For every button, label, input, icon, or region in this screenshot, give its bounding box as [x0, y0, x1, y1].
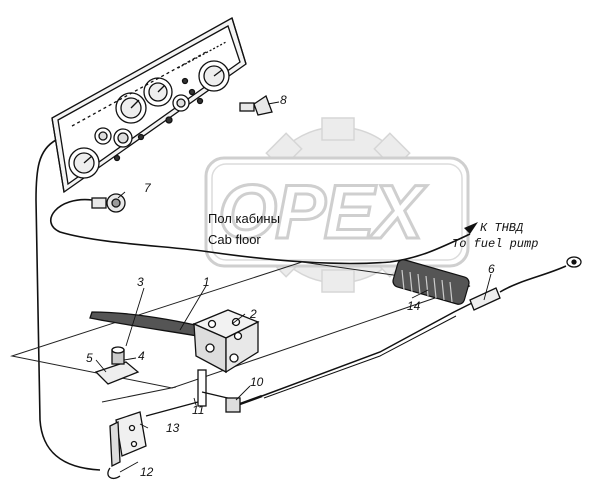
side-cable — [35, 139, 101, 471]
rod-and-joint — [225, 256, 582, 413]
handle-8 — [239, 95, 273, 116]
gauge-icon — [172, 94, 190, 112]
callout-6: 6 — [488, 262, 495, 276]
gauge-icon — [198, 60, 230, 92]
fuel-pump-label-en: To fuel pump — [452, 237, 538, 251]
callout-4: 4 — [138, 349, 145, 363]
callout-3: 3 — [137, 275, 144, 289]
gauge-icon — [113, 128, 133, 148]
callout-5: 5 — [86, 351, 93, 365]
return-spring-14 — [392, 259, 470, 305]
cab-floor-label-ru: Пол кабины — [208, 211, 280, 226]
arrow-to-fuel-pump — [464, 222, 478, 234]
watermark-text: OPEX — [218, 170, 427, 255]
pedal-assembly — [89, 309, 260, 407]
pedal-stop — [94, 346, 140, 385]
fuel-pump-label-ru: К ТНВД — [480, 221, 523, 235]
control-cable — [49, 198, 471, 265]
callout-10: 10 — [250, 375, 264, 389]
callout-11: 11 — [192, 403, 204, 417]
knob-7 — [91, 193, 126, 213]
callout-8: 8 — [280, 93, 287, 107]
callout-13: 13 — [166, 421, 180, 435]
cab-floor-label-en: Cab floor — [208, 232, 261, 247]
callout-12: 12 — [140, 465, 154, 479]
gauge-icon — [143, 77, 173, 107]
instrument-panel — [51, 17, 247, 194]
callout-2: 2 — [249, 307, 257, 321]
callout-14: 14 — [407, 299, 421, 313]
gauge-icon — [115, 92, 147, 124]
callout-1: 1 — [203, 275, 210, 289]
indicator-light-icon — [113, 77, 204, 162]
gauge-icon — [68, 147, 100, 179]
gauge-icon — [94, 127, 112, 145]
bracket-13 — [107, 401, 199, 480]
watermark: OPEX — [204, 117, 470, 293]
callout-7: 7 — [144, 181, 152, 195]
leader-lines — [95, 101, 492, 473]
